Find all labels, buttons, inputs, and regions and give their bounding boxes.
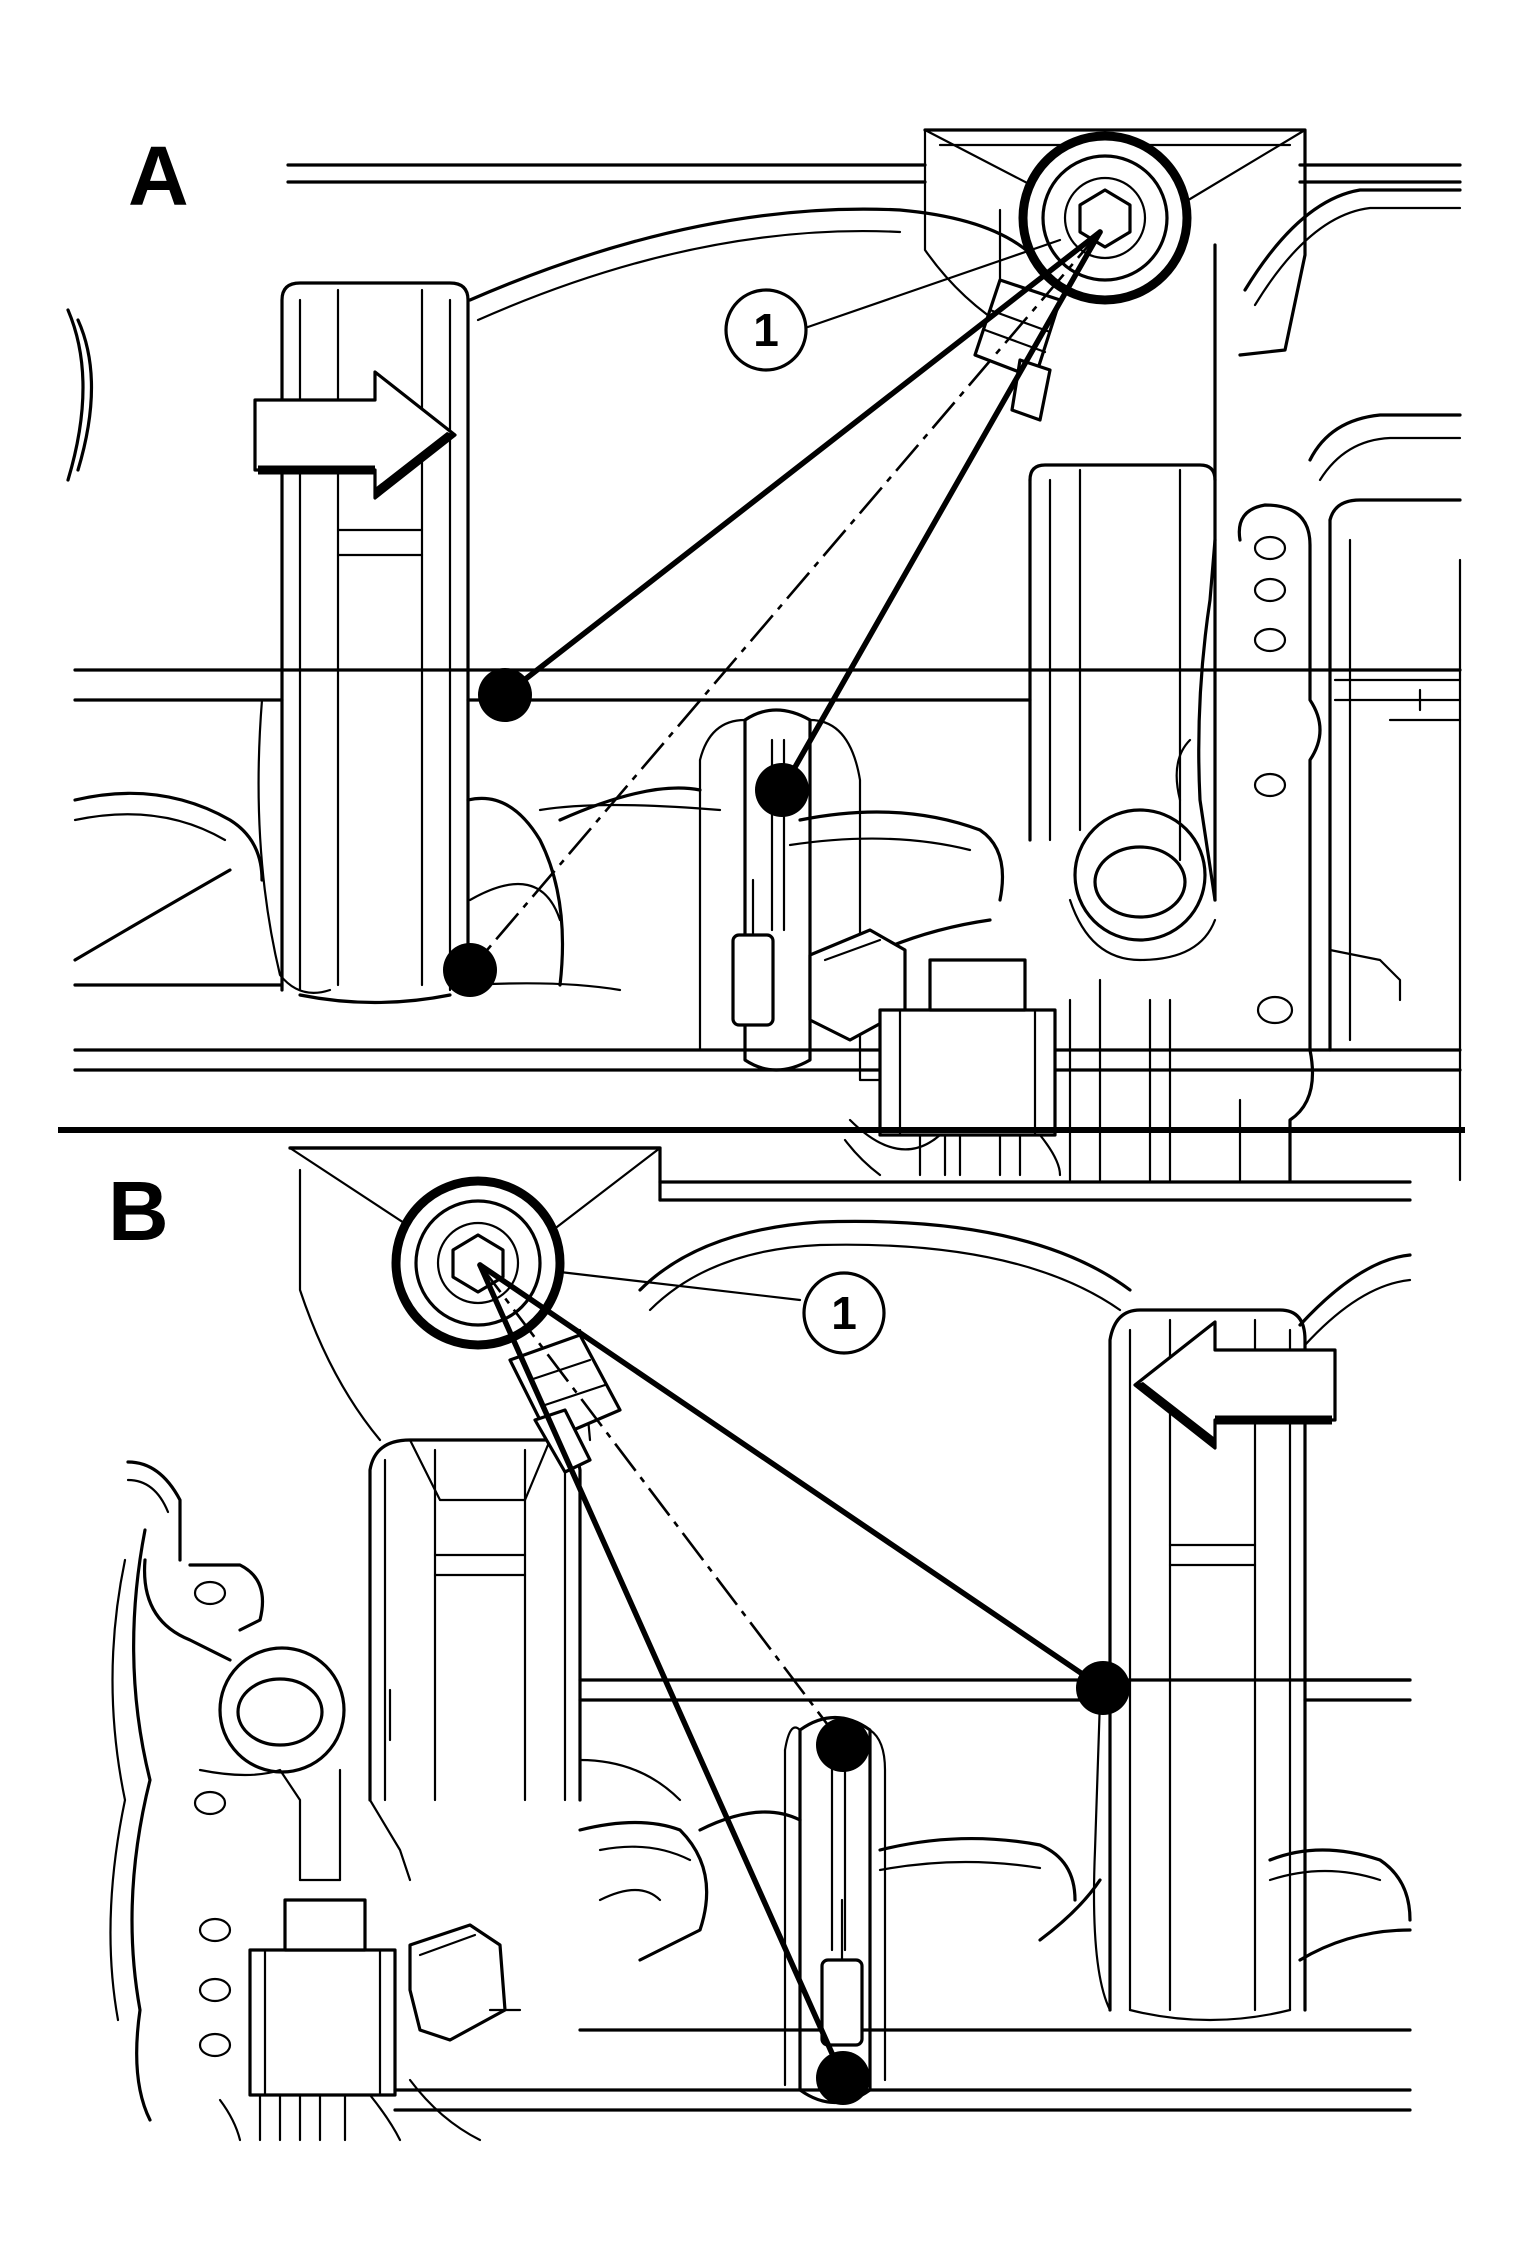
panel-b-plenum-wall bbox=[638, 1219, 1412, 1347]
panel-b-connector bbox=[218, 1898, 522, 2142]
panel-b-top-rail bbox=[288, 1146, 1412, 1442]
arrow-right-icon bbox=[253, 370, 457, 500]
panel-a-alignment-beams bbox=[443, 229, 1103, 997]
panel-b-label: B bbox=[108, 1164, 169, 1258]
panel-a-callout-number: 1 bbox=[753, 304, 779, 356]
panel-a-top-rail bbox=[286, 163, 1462, 184]
panel-a-label: A bbox=[128, 129, 189, 223]
panel-a-plenum-wall bbox=[468, 188, 1462, 322]
arrow-left-icon bbox=[1133, 1320, 1337, 1450]
panel-a-connector bbox=[808, 928, 1062, 1177]
panel-b-right-runner bbox=[1092, 1308, 1412, 2022]
panel-b-target-point-upper bbox=[816, 1718, 870, 1772]
panel-b-sensor-slot bbox=[783, 1716, 887, 2104]
panel-b-target-point-right bbox=[1076, 1661, 1130, 1715]
panel-a: A bbox=[66, 128, 1462, 1182]
panel-a-sensor-slot bbox=[698, 708, 862, 1072]
panel-a-right-casting bbox=[1175, 413, 1462, 1182]
panel-b-fastener bbox=[391, 1176, 565, 1350]
panel-a-target-point-upper bbox=[478, 668, 532, 722]
panel-a-target-point-middle bbox=[755, 763, 809, 817]
panel-b: B bbox=[108, 1146, 1412, 2142]
laser-pointer-icon bbox=[973, 278, 1062, 422]
panel-b-cross-rails bbox=[393, 1678, 1412, 2112]
panel-b-left-casting bbox=[109, 1460, 412, 2122]
panel-a-right-runner bbox=[1028, 463, 1217, 1182]
panel-a-left-runner bbox=[257, 281, 470, 1005]
panel-b-callout: 1 bbox=[558, 1270, 886, 1355]
panel-b-runner-loops bbox=[578, 1758, 1412, 1962]
panel-a-callout: 1 bbox=[724, 238, 1062, 372]
panel-a-target-point-lower bbox=[443, 943, 497, 997]
panel-a-left-edge bbox=[66, 308, 94, 482]
panel-b-target-point-lower bbox=[816, 2051, 870, 2105]
panel-a-cross-rails bbox=[73, 668, 1462, 1072]
panel-b-alignment-beams bbox=[477, 1262, 1130, 2105]
panel-b-callout-number: 1 bbox=[831, 1287, 857, 1339]
